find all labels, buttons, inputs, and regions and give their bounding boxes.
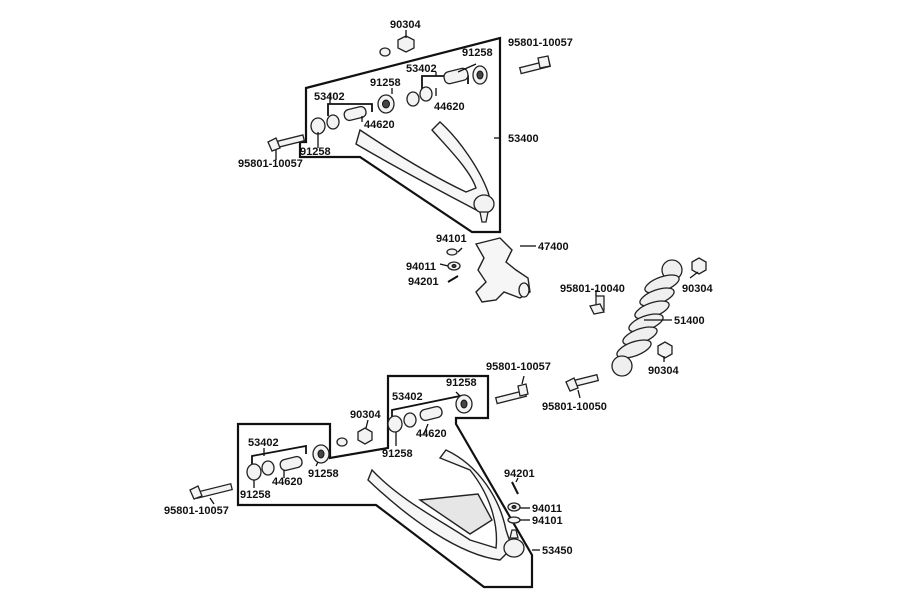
- bolt-95801-10057-top-right: [518, 55, 552, 75]
- bushing-91258-bottom-left: [312, 444, 330, 464]
- bush-53402-top-left: [310, 105, 367, 135]
- callout-94101-top: 94101: [436, 233, 467, 245]
- bolt-95801-10057-bottom-right: [494, 383, 529, 405]
- callout-91258-top-left: 91258: [300, 146, 331, 158]
- callout-53402-bottom-left: 53402: [248, 437, 279, 449]
- steering-knuckle: [474, 237, 531, 303]
- callout-91258-top-mid: 91258: [370, 77, 401, 89]
- bush-53402-bottom-right: [387, 405, 443, 433]
- bushing-91258-top-mid: [377, 91, 420, 114]
- callout-53402-top-right: 53402: [406, 63, 437, 75]
- callout-labels: 90304 95801-10057 91258 53402 91258 5340…: [164, 19, 713, 557]
- washer-94101-top: [446, 248, 458, 256]
- callout-95801-10050: 95801-10050: [542, 401, 607, 413]
- nut-94011-top: [447, 261, 461, 271]
- callout-90304-bottom: 90304: [350, 409, 381, 421]
- callout-53400: 53400: [508, 133, 539, 145]
- callout-94011-bottom: 94011: [532, 503, 562, 515]
- callout-95801-10057-top-right: 95801-10057: [508, 37, 573, 49]
- upper-arm-assembly: [267, 30, 552, 234]
- lower-bushing-bracket-left: [251, 444, 307, 468]
- callout-91258-bottom-right: 91258: [446, 377, 477, 389]
- cotter-pin-94201-bottom: [511, 481, 519, 495]
- washer-94101-bottom: [507, 516, 521, 524]
- upper-ball-joint: [473, 194, 495, 223]
- leader-lines: [209, 63, 699, 551]
- callout-44620-bottom-left: 44620: [272, 476, 303, 488]
- callout-44620-top-left: 44620: [364, 119, 395, 131]
- lower-a-arm: [367, 449, 513, 561]
- nut-90304-shock-lower: [657, 341, 673, 359]
- callout-90304-top: 90304: [390, 19, 421, 31]
- callout-94101-bottom: 94101: [532, 515, 563, 527]
- callout-94201-bottom: 94201: [504, 468, 535, 480]
- upper-a-arm: [355, 121, 493, 213]
- bolt-95801-10040: [589, 295, 605, 315]
- nut-90304-bottom: [336, 427, 373, 447]
- shock-assembly: [589, 257, 707, 377]
- callout-90304-shock-lower: 90304: [648, 365, 679, 377]
- callout-47400: 47400: [538, 241, 569, 253]
- upper-bushing-bracket-left: [327, 103, 373, 116]
- nut-94011-bottom: [507, 502, 521, 512]
- callout-95801-10057-bottom-left: 95801-10057: [164, 505, 229, 517]
- lower-a-arm-plate: [418, 493, 493, 535]
- bolt-95801-10057-bottom-left: [189, 482, 233, 500]
- bolt-95801-10050: [565, 373, 600, 392]
- bush-53402-bottom-left: [246, 455, 303, 481]
- callout-91258-top-right: 91258: [462, 47, 493, 59]
- lower-arm-assembly: [189, 373, 600, 589]
- lower-ball-joint: [503, 529, 525, 558]
- callout-53402-top-left: 53402: [314, 91, 345, 103]
- lower-arm-frame: [236, 374, 534, 589]
- knuckle-assembly: [446, 237, 531, 303]
- bushing-91258-bottom-right: [455, 394, 473, 414]
- callout-94201-top: 94201: [408, 276, 439, 288]
- bush-53402-top-right: [419, 67, 469, 102]
- bushing-91258-top-right: [472, 65, 488, 85]
- bolt-95801-10057-top-left: [267, 134, 306, 152]
- callout-91258-bottom-left: 91258: [308, 468, 339, 480]
- shock-absorber-51400: [611, 259, 683, 377]
- callout-51400: 51400: [674, 315, 705, 327]
- cotter-pin-94201-top: [447, 275, 459, 283]
- callout-44620-bottom-right: 44620: [416, 428, 447, 440]
- upper-arm-frame: [298, 36, 502, 234]
- callout-95801-10057-top-left: 95801-10057: [238, 158, 303, 170]
- callout-53450: 53450: [542, 545, 573, 557]
- callout-94011-top: 94011: [406, 261, 436, 273]
- nut-90304-shock-upper: [691, 257, 707, 275]
- callout-91258-bottom-mid: 91258: [382, 448, 413, 460]
- nut-90304-top: [379, 35, 415, 57]
- callout-44620-top-right: 44620: [434, 101, 465, 113]
- callout-90304-shock-upper: 90304: [682, 283, 713, 295]
- callout-95801-10040: 95801-10040: [560, 283, 625, 295]
- callout-91258-bottom-washer: 91258: [240, 489, 271, 501]
- callout-53402-bottom-right: 53402: [392, 391, 423, 403]
- callout-95801-10057-bottom-right: 95801-10057: [486, 361, 551, 373]
